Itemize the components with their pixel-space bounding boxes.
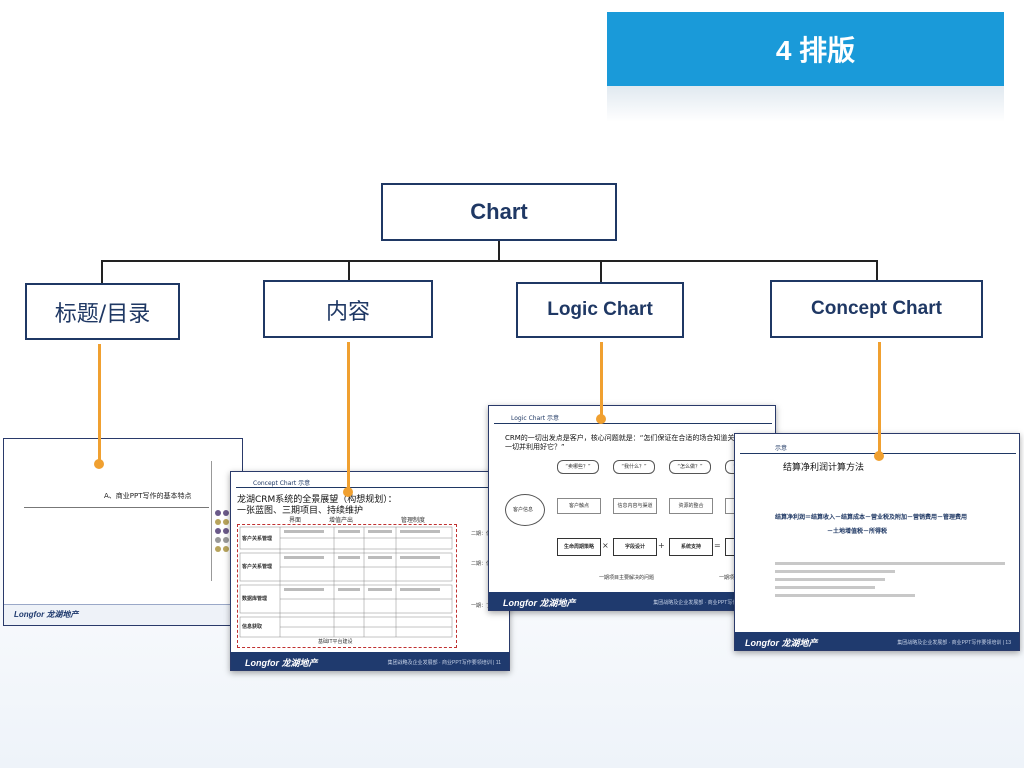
slide-thumb-content: Concept Chart 示意 龙湖CRM系统的全景展望（构想规划）： 一张蓝… [230,471,510,671]
slide2-row-1: 客户关系管理 [242,536,273,542]
slide2-row-3: 数据库管理 [242,596,268,602]
orange-connector-4 [878,342,881,454]
connector-branch-1 [101,260,103,283]
slide3-mid-3: 资源的整合 [669,498,713,514]
connector-branch-2 [348,260,350,280]
chart-root-node: Chart [381,183,617,241]
slide2-row-4: 信息获取 [242,624,263,630]
slide3-header: Logic Chart 示意 [511,415,559,422]
slide1-logo: Longfor 龙湖地产 [14,610,79,619]
slide3-quote-2: “我什么？” [613,460,655,474]
slide3-logo: Longfor 龙湖地产 [503,598,576,608]
slide3-op-3: = [714,541,721,550]
slide4-formula-2: －土地增值税－所得税 [827,528,888,535]
slide3-left-node: 客户信息 [505,494,545,526]
slide3-footer: Longfor 龙湖地产 集团战略及企业发展部 · 商业PPT写作要领培训 | … [489,592,775,610]
orange-dot-2 [343,487,353,497]
slide4-footer-text: 集团战略及企业发展部 · 商业PPT写作要领培训 | 13 [897,640,1011,646]
orange-dot-3 [596,414,606,424]
node-logic-chart-label: Logic Chart [547,299,653,320]
orange-connector-2 [347,342,350,492]
slide1-vrule [211,461,212,581]
slide2-col-3: 管理制度 [401,517,426,524]
slide3-left-label: 客户信息 [513,507,534,513]
slide2-col-2: 增值产出 [329,517,354,524]
connector-root [498,241,500,261]
connector-horizontal [101,260,877,262]
node-title-toc-label: 标题/目录 [54,301,151,327]
slide4-text-lines [775,560,1011,606]
orange-connector-1 [98,344,101,464]
slide4-header: 示意 [775,445,788,452]
slide3-foot-note-1: 一期项目主要解决的问题 [599,575,655,581]
slide-thumb-logic: Logic Chart 示意 CRM的一切出发点是客户，核心问题就是：“怎们保证… [488,405,776,611]
slide3-quote-3: “怎么做？” [669,460,711,474]
slide3-mid-1: 客户触点 [557,498,601,514]
orange-connector-3 [600,342,603,418]
slide2-col-1: 界面 [289,517,302,524]
slide2-footer-text: 集团战略及企业发展部 · 商业PPT写作要领培训 | 11 [387,660,501,666]
slide1-rule [24,507,209,508]
slide2-bottom-label: 基础IT平台建设 [318,639,353,645]
slide2-rule [236,487,506,488]
slide3-footer-text: 集团战略及企业发展部 · 商业PPT写作要领培训 | 12 [653,600,767,606]
node-concept-chart: Concept Chart [770,280,983,338]
slide3-op-2: + [658,541,665,550]
node-title-toc: 标题/目录 [25,283,180,340]
slide3-bottom-3: 系统支持 [669,538,713,556]
slide1-title: A、商业PPT写作的基本特点 [104,492,192,500]
node-content: 内容 [263,280,433,338]
chart-root-label: Chart [470,199,528,224]
header-banner: 4 排版 [607,12,1004,86]
connector-branch-4 [876,260,878,280]
slide3-bottom-2: 字段设计 [613,538,657,556]
slide3-mid-2: 信息内容与渠道 [613,498,657,514]
slide1-footer: Longfor 龙湖地产 [4,604,242,625]
slide3-op-1: × [602,541,609,550]
orange-dot-4 [874,451,884,461]
slide2-subtitle: 一张蓝图、三期项目、持续维护 [237,506,364,516]
orange-dot-1 [94,459,104,469]
slide2-grid: 客户关系管理 客户关系管理 数据库管理 信息获取 基础IT平台建设 [237,524,457,648]
slide-thumb-title: A、商业PPT写作的基本特点 Longfor 龙湖地产 [3,438,243,626]
slide2-row-2: 客户关系管理 [242,564,273,570]
slide3-title: CRM的一切出发点是客户，核心问题就是：“怎们保证在合适的场合知道关于客户的一切… [505,434,763,451]
slide3-rule [494,423,772,424]
node-concept-chart-label: Concept Chart [811,298,942,319]
slide4-footer: Longfor 龙湖地产 集团战略及企业发展部 · 商业PPT写作要领培训 | … [735,632,1019,650]
slide4-logo: Longfor 龙湖地产 [745,638,818,648]
banner-reflection [607,86,1004,122]
slide2-header: Concept Chart 示意 [253,480,311,487]
connector-branch-3 [600,260,602,282]
slide4-title: 结算净利润计算方法 [783,463,865,473]
page-title: 4 排版 [775,35,856,66]
slide3-quote-1: “卖哪些？” [557,460,599,474]
slide4-formula-1: 结算净利润＝结算收入－结算成本－营业税及附加－营销费用－管理费用 [775,514,968,521]
node-logic-chart: Logic Chart [516,282,684,338]
slide-thumb-concept: 示意 结算净利润计算方法 结算净利润＝结算收入－结算成本－营业税及附加－营销费用… [734,433,1020,651]
slide2-footer: Longfor 龙湖地产 集团战略及企业发展部 · 商业PPT写作要领培训 | … [231,652,509,670]
node-content-label: 内容 [325,300,370,325]
slide2-title: 龙湖CRM系统的全景展望（构想规划）： [237,495,397,505]
slide3-bottom-1: 生命周期策略 [557,538,601,556]
slide2-logo: Longfor 龙湖地产 [245,658,318,668]
